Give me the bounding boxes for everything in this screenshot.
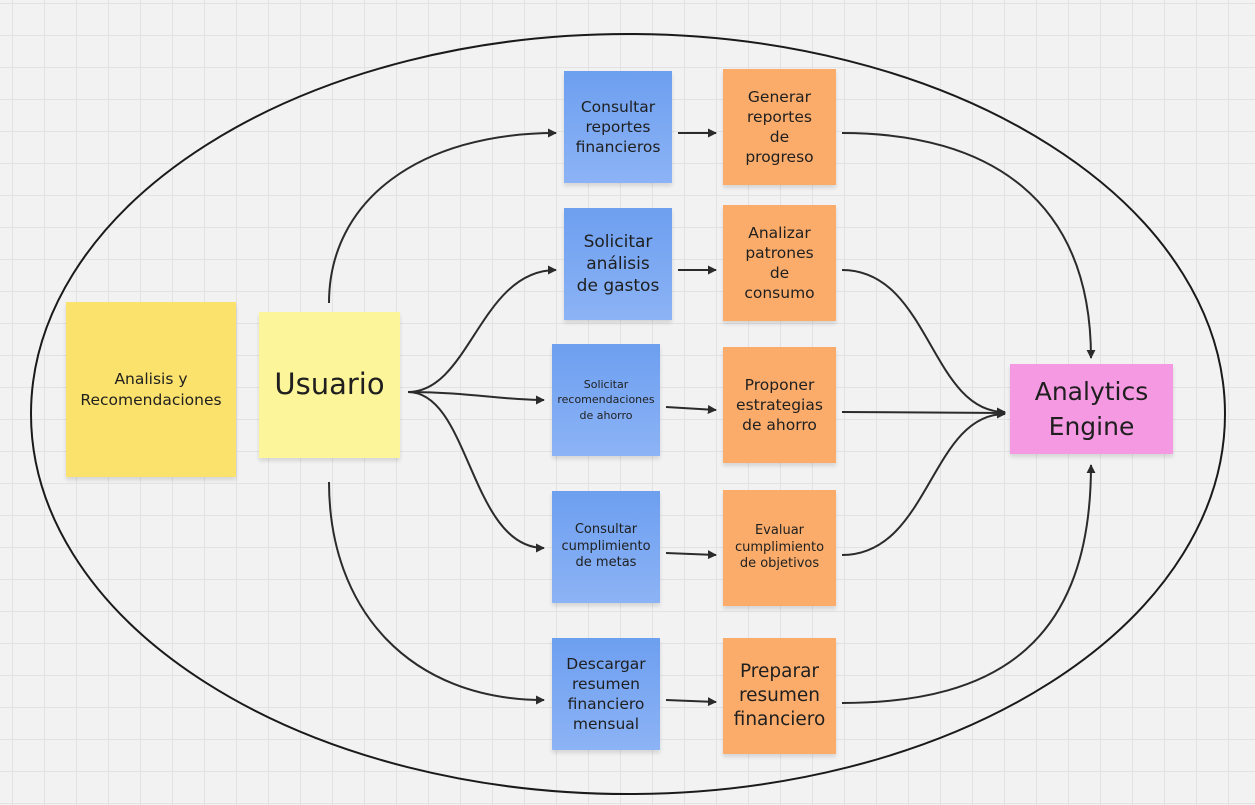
connector-usuario-to-consultar-cumplimiento [407,391,545,553]
system-boundary-ellipse [30,33,1226,795]
action-note-proponer-estrategias[interactable]: Proponer estrategias de ahorro [723,347,836,463]
actor-note-usuario[interactable]: Usuario [259,312,400,458]
request-label: Solicitar análisis de gastos [576,231,660,297]
connector-usuario-to-descargar-resumen [328,481,545,705]
connector-action1-to-engine [841,132,1096,359]
request-note-descargar-resumen[interactable]: Descargar resumen financiero mensual [552,638,660,750]
action-note-generar-reportes[interactable]: Generar reportes de progreso [723,69,836,185]
system-label: Analytics Engine [1034,377,1149,441]
actor-label: Usuario [274,367,385,402]
request-label: Descargar resumen financiero mensual [566,654,646,734]
connector-usuario-to-consultar-reportes [328,128,557,304]
system-note-analytics-engine[interactable]: Analytics Engine [1010,364,1173,454]
action-label: Generar reportes de progreso [745,87,814,167]
action-note-evaluar-cumplimiento[interactable]: Evaluar cumplimiento de objetivos [723,490,836,606]
request-label: Consultar reportes financieros [575,97,661,157]
request-note-consultar-reportes[interactable]: Consultar reportes financieros [564,71,672,183]
request-label: Consultar cumplimiento de metas [561,521,651,571]
connector-action4-to-engine [841,409,1006,556]
action-label: Preparar resumen financiero [733,660,826,731]
context-note-label: Analisis y Recomendaciones [80,370,222,409]
context-note[interactable]: Analisis y Recomendaciones [66,302,236,477]
action-label: Evaluar cumplimiento de objetivos [734,522,825,572]
action-note-analizar-patrones[interactable]: Analizar patrones de consumo [723,205,836,321]
connector-action2-to-engine [841,269,1006,417]
connector-action3-to-engine [841,408,1006,418]
action-label: Analizar patrones de consumo [744,223,815,303]
connector-request3-to-action3 [665,405,717,415]
action-label: Proponer estrategias de ahorro [736,375,823,435]
request-note-solicitar-recomendaciones[interactable]: Solicitar recomendaciones de ahorro [552,344,660,456]
connector-usuario-to-solicitar-recomendaciones [407,391,545,405]
request-note-consultar-cumplimiento[interactable]: Consultar cumplimiento de metas [552,491,660,603]
connector-request5-to-action5 [665,697,717,707]
connector-action5-to-engine [841,464,1096,704]
request-note-solicitar-analisis[interactable]: Solicitar análisis de gastos [564,208,672,320]
connector-usuario-to-solicitar-analisis [407,265,557,393]
action-note-preparar-resumen[interactable]: Preparar resumen financiero [723,638,836,754]
request-label: Solicitar recomendaciones de ahorro [557,377,655,422]
connector-request4-to-action4 [665,550,717,560]
